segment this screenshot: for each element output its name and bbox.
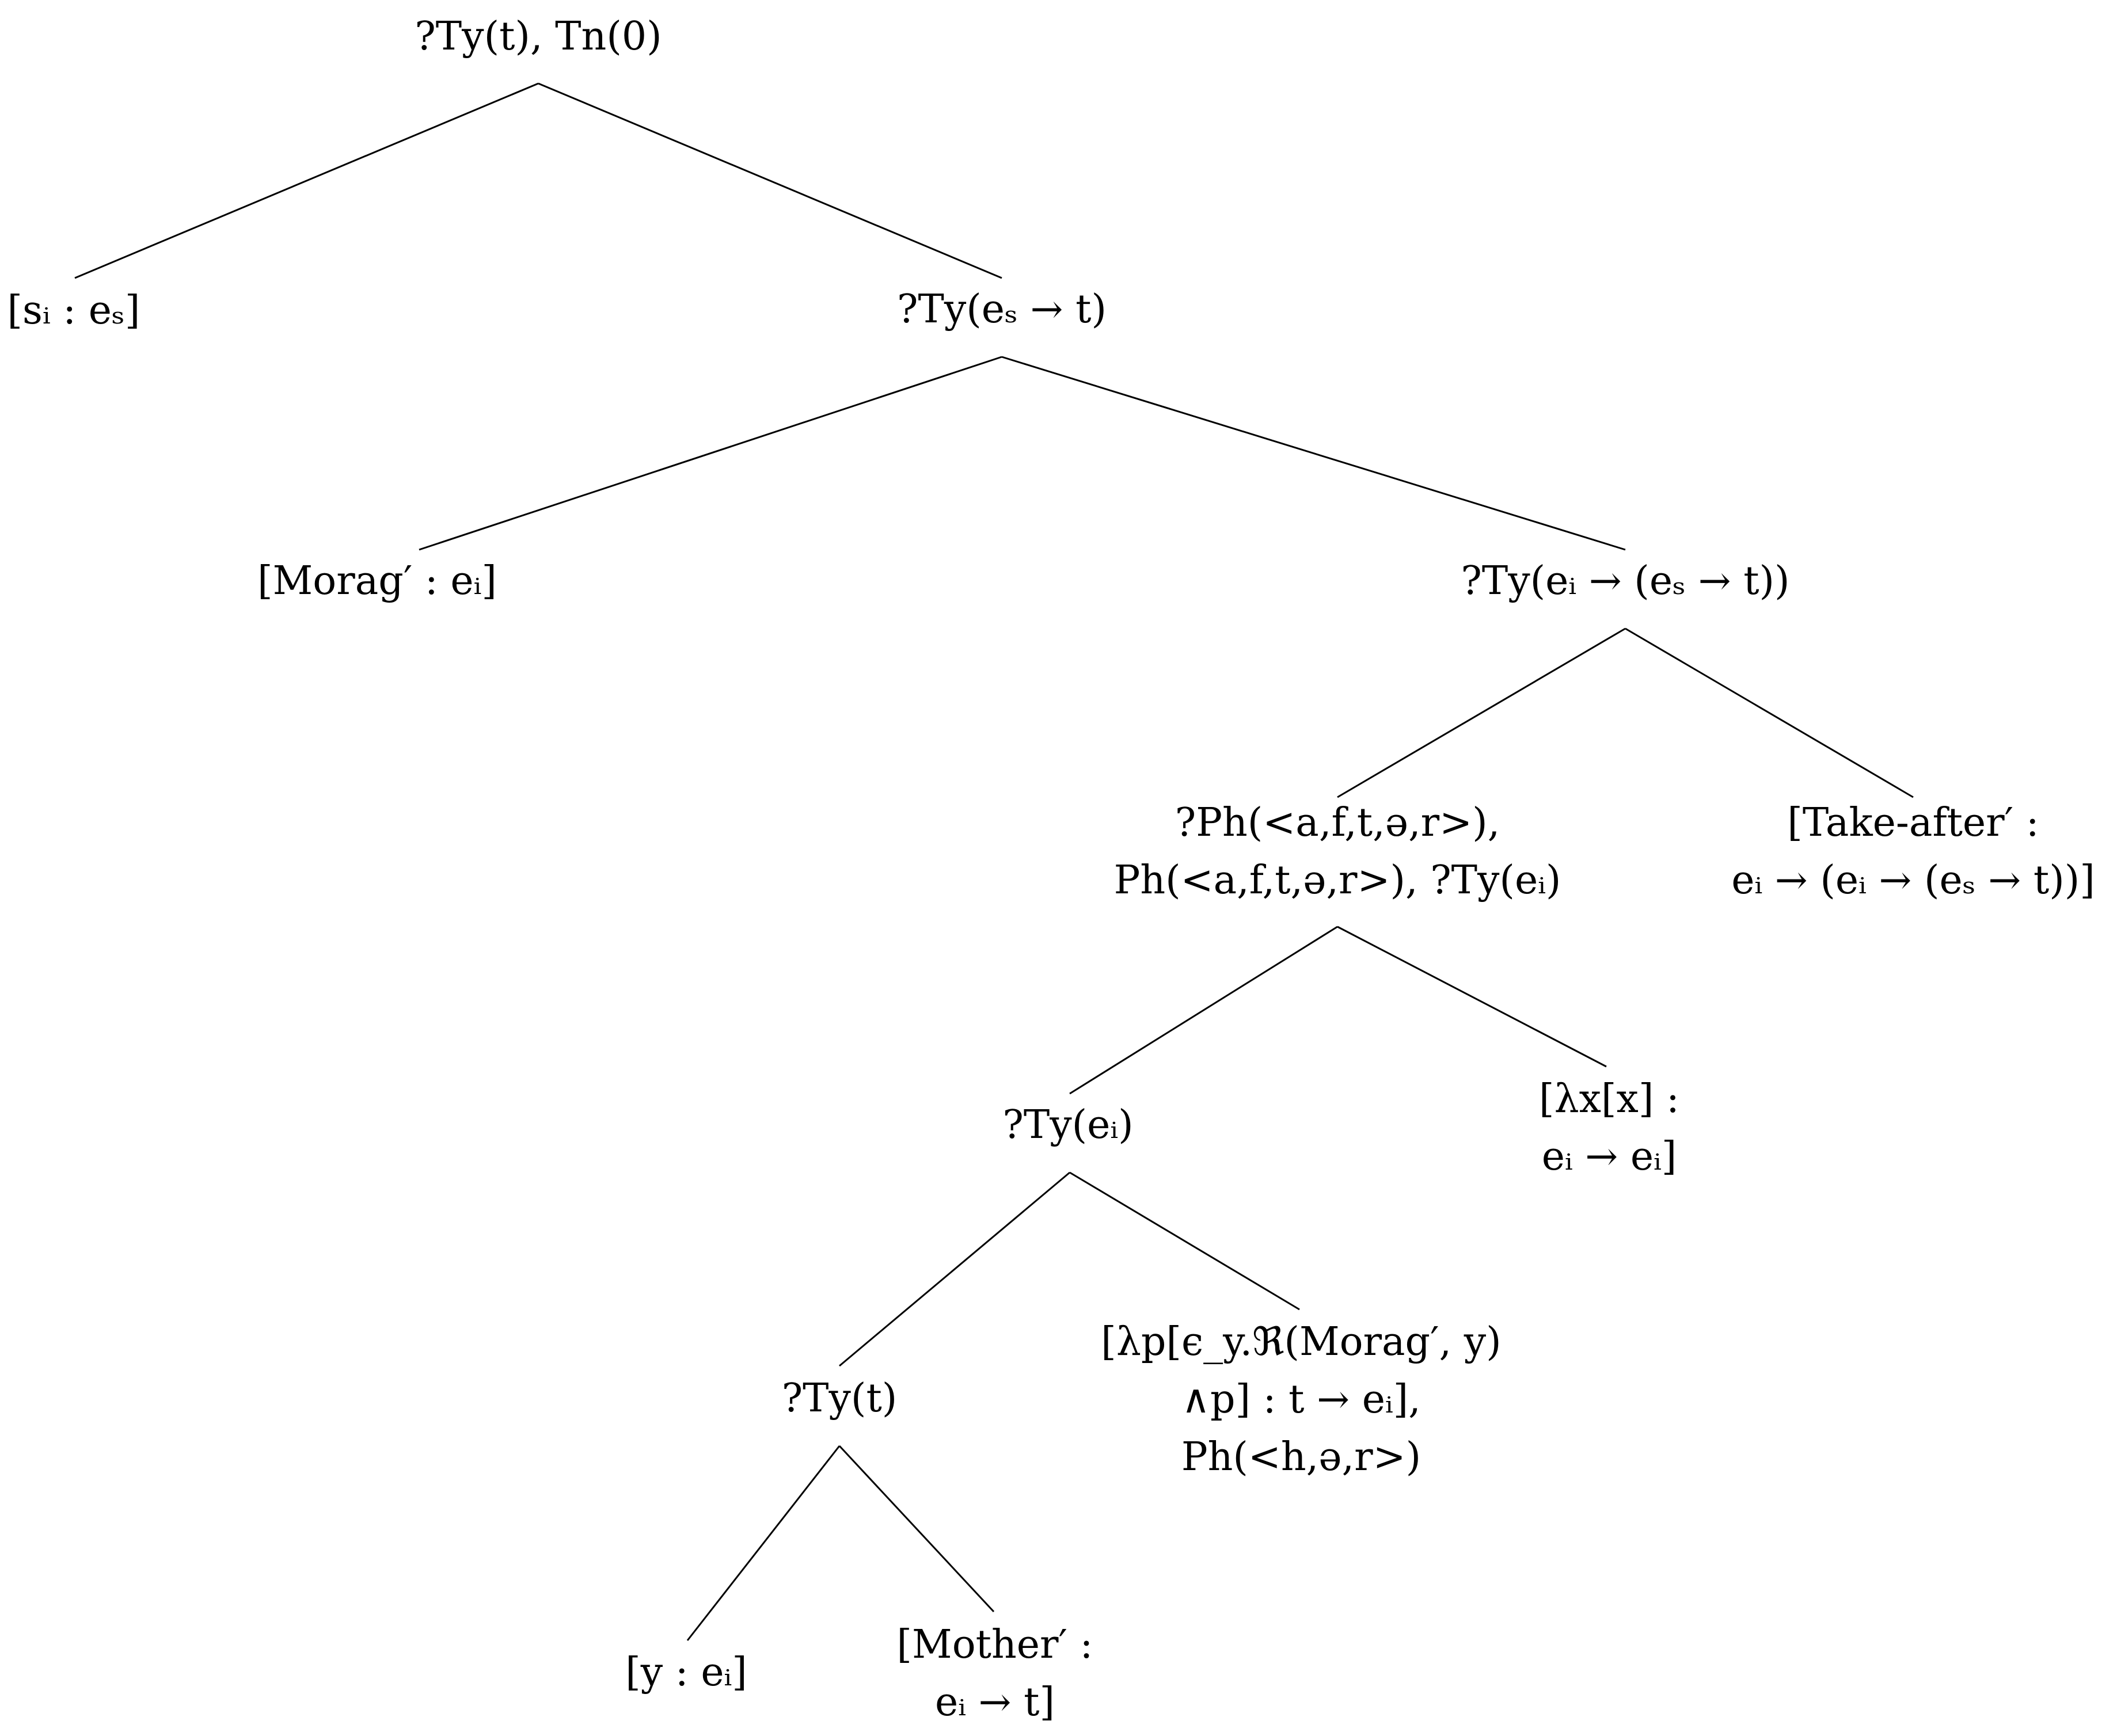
tree-node-ph: ?Ph(<a,f,t,ə,r>), Ph(<a,f,t,ə,r>), ?Ty(e… — [1114, 794, 1561, 909]
tree-node-yei: [y : eᵢ] — [625, 1644, 747, 1701]
edge-ph-tyei — [1069, 926, 1338, 1095]
node-label: ?Ty(t), Tn(0) — [415, 14, 662, 59]
tree-node-takeafter: [Take-after′ : eᵢ → (eᵢ → (eₛ → t))] — [1731, 794, 2095, 909]
edge-pred1-morag — [419, 356, 1002, 551]
node-label-line-1: [Mother′ : — [896, 1622, 1093, 1668]
node-label-line-2: ∧p] : t → eᵢ], — [1181, 1377, 1421, 1422]
node-label: ?Ty(t) — [781, 1376, 898, 1421]
tree-node-subject: [sᵢ : eₛ] — [7, 282, 140, 340]
edge-tyt-mother — [838, 1445, 995, 1613]
node-label-line-2: eᵢ → (eᵢ → (eₛ → t))] — [1731, 858, 2095, 903]
edge-pred1-pred2 — [1001, 356, 1626, 551]
tree-node-tyei: ?Ty(eᵢ) — [1002, 1097, 1133, 1154]
node-label: ?Ty(eₛ → t) — [897, 287, 1107, 332]
edge-tyt-yei — [686, 1445, 841, 1641]
node-label-line-1: [λx[x] : — [1539, 1076, 1679, 1122]
edge-tyei-lambdap — [1069, 1171, 1300, 1311]
tree-node-tyt: ?Ty(t) — [782, 1370, 898, 1427]
edge-pred2-takeafter — [1625, 627, 1914, 798]
node-label: [Morag′ : eᵢ] — [257, 558, 497, 604]
tree-node-lambdax: [λx[x] : eᵢ → eᵢ] — [1539, 1071, 1679, 1186]
node-label-line-2: eᵢ → t] — [935, 1680, 1055, 1725]
node-label: [sᵢ : eₛ] — [7, 288, 140, 333]
node-label-line-3: Ph(<h,ə,r>) — [1181, 1434, 1422, 1480]
node-label-line-1: [Take-after′ : — [1787, 800, 2039, 846]
tree-node-root: ?Ty(t), Tn(0) — [415, 8, 662, 66]
node-label-line-2: eᵢ → eᵢ] — [1541, 1134, 1677, 1179]
node-label: [y : eᵢ] — [625, 1650, 747, 1695]
edge-root-pred1 — [538, 82, 1002, 279]
node-label-line-1: ?Ph(<a,f,t,ə,r>), — [1175, 800, 1500, 846]
edge-pred2-ph — [1337, 627, 1626, 798]
tree-node-mother: [Mother′ : eᵢ → t] — [897, 1616, 1093, 1731]
node-label-line-2: Ph(<a,f,t,ə,r>), ?Ty(eᵢ) — [1113, 858, 1561, 903]
node-label: ?Ty(eᵢ) — [1002, 1102, 1134, 1148]
tree-node-pred2: ?Ty(eᵢ → (eₛ → t)) — [1461, 553, 1789, 610]
node-label-line-1: [λp[ϵ_y.ℜ(Morag′, y) — [1101, 1319, 1502, 1365]
tree-node-pred1: ?Ty(eₛ → t) — [897, 281, 1107, 338]
tree-node-lambdap: [λp[ϵ_y.ℜ(Morag′, y) ∧p] : t → eᵢ], Ph(<… — [1101, 1314, 1501, 1486]
node-label: ?Ty(eᵢ → (eₛ → t)) — [1461, 558, 1790, 604]
tree-node-morag: [Morag′ : eᵢ] — [257, 553, 497, 610]
edge-ph-lambdax — [1337, 926, 1607, 1068]
edge-tyei-tyt — [839, 1171, 1070, 1367]
edge-root-subject — [74, 82, 539, 279]
